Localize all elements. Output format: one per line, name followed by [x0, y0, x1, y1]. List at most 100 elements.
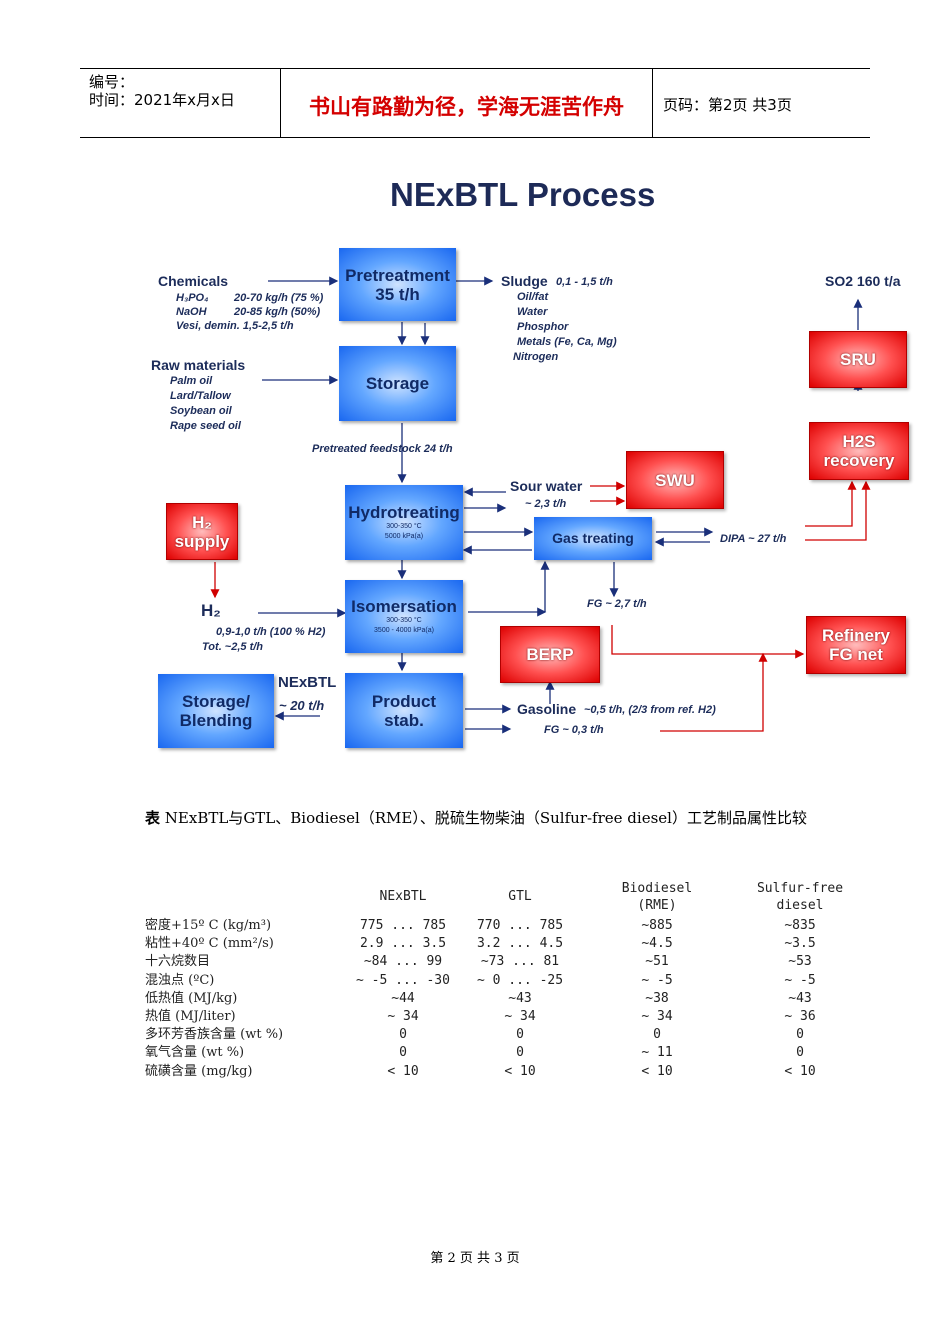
gasoline-label: Gasoline [517, 701, 577, 717]
table-row: 粘性+40º C (mm²/s) 2.9 ... 3.5 3.2 ... 4.5 ~4… [145, 935, 865, 953]
caption-prefix: 表 [145, 809, 161, 827]
table-row: 十六烷数目~84 ... 99~73 ... 81~51~53 [145, 953, 865, 971]
table-cell: ~3.5 [784, 936, 816, 952]
so2-label: SO2 160 t/a [825, 273, 901, 289]
table-cell: ~43 [508, 990, 532, 1006]
table-cell: ~ 34 [641, 1009, 673, 1024]
table-cell: 775 ... 785 [359, 918, 447, 933]
table-cell: ~53 [788, 954, 812, 970]
table-cell: < 10 [641, 1063, 673, 1079]
row-name: 粘性+40º C (mm²/s) [145, 936, 274, 952]
table-cell: ~ 11 [641, 1045, 673, 1061]
table-cell: 3.2 ... 4.5 [476, 936, 564, 952]
hydrotreating-pressure: 5000 kPa(a) [384, 533, 424, 540]
sru-box: SRU [809, 331, 907, 388]
fg-net-label: FG net [829, 645, 883, 664]
h3po4-rate: 20-70 kg/h (75 %) [234, 292, 324, 304]
hydrotreating-temp: 300-350 °C [386, 523, 422, 530]
sour-water-label: Sour water [510, 478, 583, 494]
sludge-item: Water [517, 306, 548, 318]
row-name: 密度+15º C (kg/m³) [145, 918, 272, 933]
gas-treating-label: Gas treating [552, 530, 634, 546]
gasoline-rate: ~0,5 t/h, (2/3 from ref. H2) [584, 704, 716, 716]
table-cell: 0 [399, 1045, 407, 1061]
fg-label-1: FG ~ 2,7 t/h [587, 598, 647, 610]
table-cell: ~73 ... 81 [480, 954, 560, 970]
product-label: Product [371, 691, 437, 711]
pretreatment-label: Pretreatment [345, 265, 450, 285]
nexbtl-rate: ~ 20 t/h [279, 698, 325, 713]
nexbtl-label: NExBTL [278, 674, 337, 691]
table-cell: 0 [516, 1045, 524, 1061]
h2-supply-label: H₂ supply [174, 512, 230, 551]
row-name: 低热值 (MJ/kg) [145, 990, 238, 1006]
table-cell: 0 [653, 1027, 661, 1043]
h2s-label: H2S [842, 432, 876, 451]
table-cell: ~ -5 [641, 972, 673, 988]
table-cell: ~835 [784, 918, 816, 933]
product-stab-box: Product stab. [345, 673, 463, 748]
row-name: 氧气含量 (wt %) [145, 1045, 245, 1061]
page-header: 编号： 时间：2021年x月x日 书山有路勤为径，学海无涯苦作舟 页码：第2页 … [80, 68, 870, 138]
code-label: 编号： [89, 73, 135, 91]
table-cell: 2.9 ... 3.5 [359, 936, 447, 952]
sludge-item: Metals (Fe, Ca, Mg) [517, 336, 617, 348]
h2-supply-box: H₂ supply [166, 503, 238, 560]
table-row: 低热值 (MJ/kg)~44~43~38~43 [145, 990, 865, 1008]
raw-materials-label: Raw materials [151, 357, 246, 373]
berp-box: BERP [500, 626, 600, 683]
table-row: 密度+15º C (kg/m³) 775 ... 785 770 ... 785 ~8… [145, 917, 865, 935]
raw-item: Lard/Tallow [170, 390, 231, 402]
page-number-label: 页码：第2页 共3页 [663, 96, 792, 114]
vesi-label: Vesi, demin. 1,5-2,5 t/h [176, 320, 294, 332]
storage-box: Storage [339, 346, 456, 421]
swu-label: SWU [655, 470, 695, 490]
caption-text: NExBTL与GTL、Biodiesel（RME）、脱硫生物柴油（Sulfur-… [164, 809, 807, 827]
swu-box: SWU [626, 451, 724, 509]
fg-label-2: FG ~ 0,3 t/h [544, 724, 604, 736]
pretreated-feedstock-label: Pretreated feedstock 24 t/h [312, 443, 453, 455]
naoh-label: NaOH [176, 306, 207, 318]
isomersation-pressure: 3500 - 4000 kPa(a) [374, 627, 434, 634]
chemicals-label: Chemicals [158, 273, 229, 289]
date-label: 时间：2021年x月x日 [89, 91, 235, 109]
table-row: 硫磺含量 (mg/kg)< 10< 10< 10< 10 [145, 1063, 865, 1081]
table-row: 氧气含量 (wt %) 0 0 ~ 11 0 [145, 1044, 865, 1062]
table-cell: 0 [399, 1027, 407, 1043]
sludge-item: Oil/fat [517, 291, 549, 303]
table-cell: ~43 [788, 990, 812, 1006]
row-name: 十六烷数目 [145, 954, 211, 970]
h2s-recovery-box: H2S recovery [809, 422, 909, 480]
refinery-fg-net-box: Refinery FG net [806, 616, 906, 674]
table-cell: ~ 34 [387, 1009, 419, 1024]
table-cell: 0 [796, 1045, 804, 1061]
table-cell: ~51 [645, 954, 669, 970]
table-cell: 0 [796, 1027, 804, 1043]
table-cell: < 10 [504, 1063, 536, 1079]
table-header: GTL [508, 889, 532, 904]
process-diagram: NExBTL Process Pretreatment 35 t/h Stora… [140, 160, 915, 760]
h2-total: Tot. ~2,5 t/h [202, 641, 264, 653]
naoh-rate: 20-85 kg/h (50%) [234, 306, 321, 318]
row-name: 混浊点 (ºC) [145, 972, 215, 988]
sludge-item: Nitrogen [513, 351, 559, 363]
table-cell: 0 [516, 1027, 524, 1043]
table-cell: ~ 34 [504, 1009, 536, 1024]
table-cell: ~ 36 [784, 1009, 816, 1024]
h2-rate: 0,9-1,0 t/h (100 % H2) [216, 626, 326, 638]
table-cell: ~4.5 [641, 936, 673, 952]
storage-label: Storage [365, 374, 430, 393]
hydrotreating-label: Hydrotreating [348, 503, 460, 522]
isomersation-label: Isomersation [351, 597, 457, 616]
raw-item: Rape seed oil [170, 420, 241, 432]
berp-label: BERP [526, 645, 574, 664]
sludge-label: Sludge [501, 273, 548, 289]
storage-blending-line2: Blending [179, 711, 253, 730]
raw-item: Soybean oil [170, 405, 232, 417]
table-cell: ~885 [641, 918, 673, 933]
table-cell: 770 ... 785 [476, 918, 564, 933]
sludge-rate: 0,1 - 1,5 t/h [556, 276, 613, 288]
isomersation-box: Isomersation 300-350 °C 3500 - 4000 kPa(… [345, 580, 463, 653]
table-cell: ~38 [645, 990, 669, 1006]
